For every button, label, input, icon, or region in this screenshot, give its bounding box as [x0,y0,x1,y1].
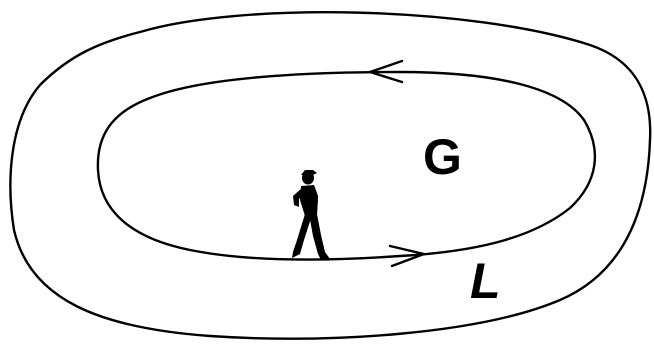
person-arm-back [293,188,305,207]
arrow-head-top [368,59,404,84]
person-cap [301,170,317,175]
inner-curve [96,70,597,261]
outer-curve [9,11,652,340]
curve-l-label: L [470,253,501,309]
arrow-head-bottom [388,244,426,268]
person-arm-front [309,188,318,212]
region-g-label: G [423,129,462,185]
person-leg-back [292,214,312,258]
walking-person-icon [292,170,330,260]
person-leg-front [309,214,330,260]
